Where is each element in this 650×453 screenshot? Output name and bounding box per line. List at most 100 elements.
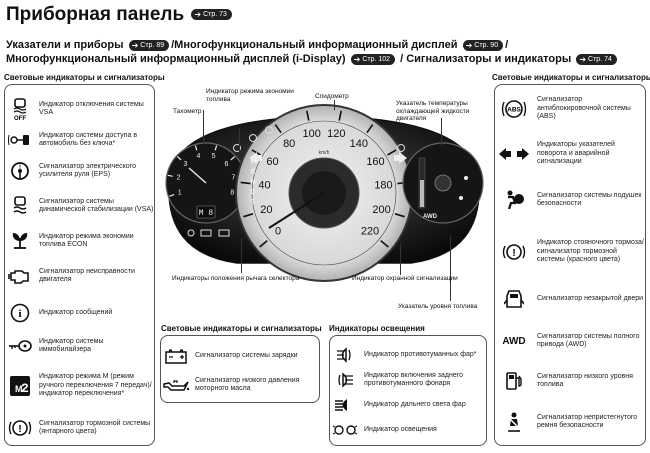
label-tachometer: Тахометр	[173, 108, 202, 115]
tach-tick-mark	[176, 156, 182, 161]
immobilizer-icon	[5, 333, 35, 359]
speed-tick-label: 200	[372, 204, 390, 216]
left-panel-heading: Световые индикаторы и сигнализаторы	[4, 73, 165, 82]
svg-text:ABS: ABS	[507, 107, 521, 114]
charging-oil-panel: Сигнализатор системы зарядки Сигнализато…	[160, 335, 320, 403]
list-item: Индикатор дальнего света фар	[330, 394, 486, 416]
speed-tick-label: 20	[260, 204, 272, 216]
vsa-off-icon: OFF	[5, 96, 35, 122]
list-item: Сигнализатор неисправности двигателя	[5, 261, 154, 291]
speed-tick-label: 140	[350, 138, 368, 150]
arrow-right-icon: ➔	[579, 54, 587, 64]
front-fog-icon	[330, 342, 360, 368]
speed-tick-label: 120	[327, 128, 345, 140]
speed-tick-label: 40	[258, 179, 270, 191]
tachometer-needle	[188, 167, 207, 184]
speedometer-needle	[268, 192, 325, 229]
lights-on-icon	[330, 417, 360, 443]
message-icon: i	[5, 300, 35, 326]
airbag-icon	[495, 187, 533, 213]
ref-link-gauges[interactable]: ➔Стр. 89	[128, 39, 170, 51]
speed-tick-mark	[240, 181, 251, 185]
svg-text:!: !	[19, 165, 21, 171]
ref-link-idisplay[interactable]: ➔Стр. 102	[350, 53, 396, 65]
left-indicator-panel: OFF Индикатор отключения системы VSA Инд…	[4, 84, 155, 446]
speed-tick-label: 220	[361, 226, 379, 238]
list-item: AWD Сигнализатор системы полного привода…	[495, 325, 645, 357]
tach-tick-mark	[230, 156, 236, 161]
awd-icon: AWD	[502, 335, 526, 347]
econ-icon	[5, 228, 35, 254]
bottom-right-heading: Индикаторы освещения	[329, 324, 425, 333]
subtitle-line-1: Указатели и приборы ➔Стр. 89/Многофункци…	[6, 39, 509, 51]
m-display-text: M 8	[199, 209, 214, 218]
arrow-right-icon: ➔	[465, 40, 473, 50]
label-temp-gauge: Указатель температуры охлаждающей жидкос…	[396, 100, 470, 122]
gear-letter: N	[250, 179, 255, 186]
list-item: Сигнализатор незакрытой двери	[495, 283, 645, 315]
right-indicator-panel: ABS Сигнализатор антиблокировочной систе…	[494, 84, 646, 446]
right-panel-heading: Световые индикаторы и сигнализаторы	[492, 73, 650, 82]
gear-letter: P	[251, 159, 256, 166]
gear-letter: R	[250, 169, 255, 176]
ref-link-indicators[interactable]: ➔Стр. 74	[576, 53, 617, 65]
tach-tick-label: 7	[231, 174, 235, 181]
list-item: Индикатор режима экономии топлива ECON	[5, 226, 154, 256]
svg-text:OFF: OFF	[14, 116, 26, 121]
tach-tick-label: 3	[184, 161, 188, 168]
rear-fog-icon	[330, 367, 360, 393]
battery-icon	[161, 343, 191, 369]
tach-tick-label: 8	[230, 189, 234, 196]
m-display	[196, 205, 216, 219]
gear-letter: D	[250, 189, 255, 196]
tach-tick-mark	[194, 145, 198, 151]
subtitle-line-2: Многофункциональный информационный диспл…	[6, 53, 619, 66]
list-item: Индикаторы указателей поворота и аварийн…	[495, 137, 645, 171]
label-security: Индикатор охранной сигнализации	[352, 275, 458, 282]
list-item: ! Сигнализатор тормозной системы (янтарн…	[5, 413, 154, 443]
speed-tick-mark	[394, 213, 405, 218]
page-ref-link[interactable]: ➔Стр. 73	[191, 9, 232, 21]
list-item: Индикатор противотуманных фар*	[330, 344, 486, 366]
list-item: Сигнализатор непристегнутого ремня безоп…	[495, 403, 645, 441]
brake-red-icon: !	[495, 239, 533, 265]
abs-icon: ABS	[495, 96, 533, 122]
vsa-icon	[5, 193, 35, 219]
oil-pressure-icon	[161, 372, 191, 398]
gear-letter: S	[251, 199, 256, 206]
svg-text:!: !	[18, 424, 21, 435]
speed-tick-mark	[243, 213, 254, 218]
right-turn-indicator	[394, 152, 407, 164]
seatbelt-icon	[495, 409, 533, 435]
list-item: Сигнализатор низкого давления моторного …	[161, 372, 319, 398]
speed-tick-label: 0	[275, 226, 281, 238]
speed-tick-mark	[387, 149, 397, 156]
arrow-right-icon: ➔	[131, 40, 139, 50]
list-item: ABS Сигнализатор антиблокировочной систе…	[495, 93, 645, 125]
awd-indicator-text: AWD	[423, 214, 438, 220]
arrow-right-icon: ➔	[194, 9, 202, 19]
svg-text:!: !	[512, 248, 515, 259]
tach-tick-label: 4	[196, 153, 200, 160]
arrow-right-icon: ➔	[353, 54, 361, 64]
page-title: Приборная панель ➔Стр. 73	[6, 4, 234, 26]
speed-tick-mark	[251, 149, 261, 156]
list-item: OFF Индикатор отключения системы VSA	[5, 94, 154, 124]
list-item: Сигнализатор системы подушек безопасност…	[495, 184, 645, 216]
speed-tick-mark	[366, 124, 374, 134]
ref-link-mid[interactable]: ➔Стр. 90	[462, 39, 504, 51]
list-item: Индикатор системы доступа в автомобиль б…	[5, 125, 154, 155]
speed-tick-mark	[259, 239, 268, 248]
tach-tick-mark	[214, 145, 218, 151]
speed-tick-label: 100	[303, 128, 321, 140]
brake-amber-icon: !	[5, 415, 35, 441]
list-item: ! Индикатор стояночного тормоза/сигнализ…	[495, 228, 645, 276]
check-engine-icon	[5, 263, 35, 289]
bottom-left-heading: Световые индикаторы и сигнализаторы	[161, 324, 322, 333]
